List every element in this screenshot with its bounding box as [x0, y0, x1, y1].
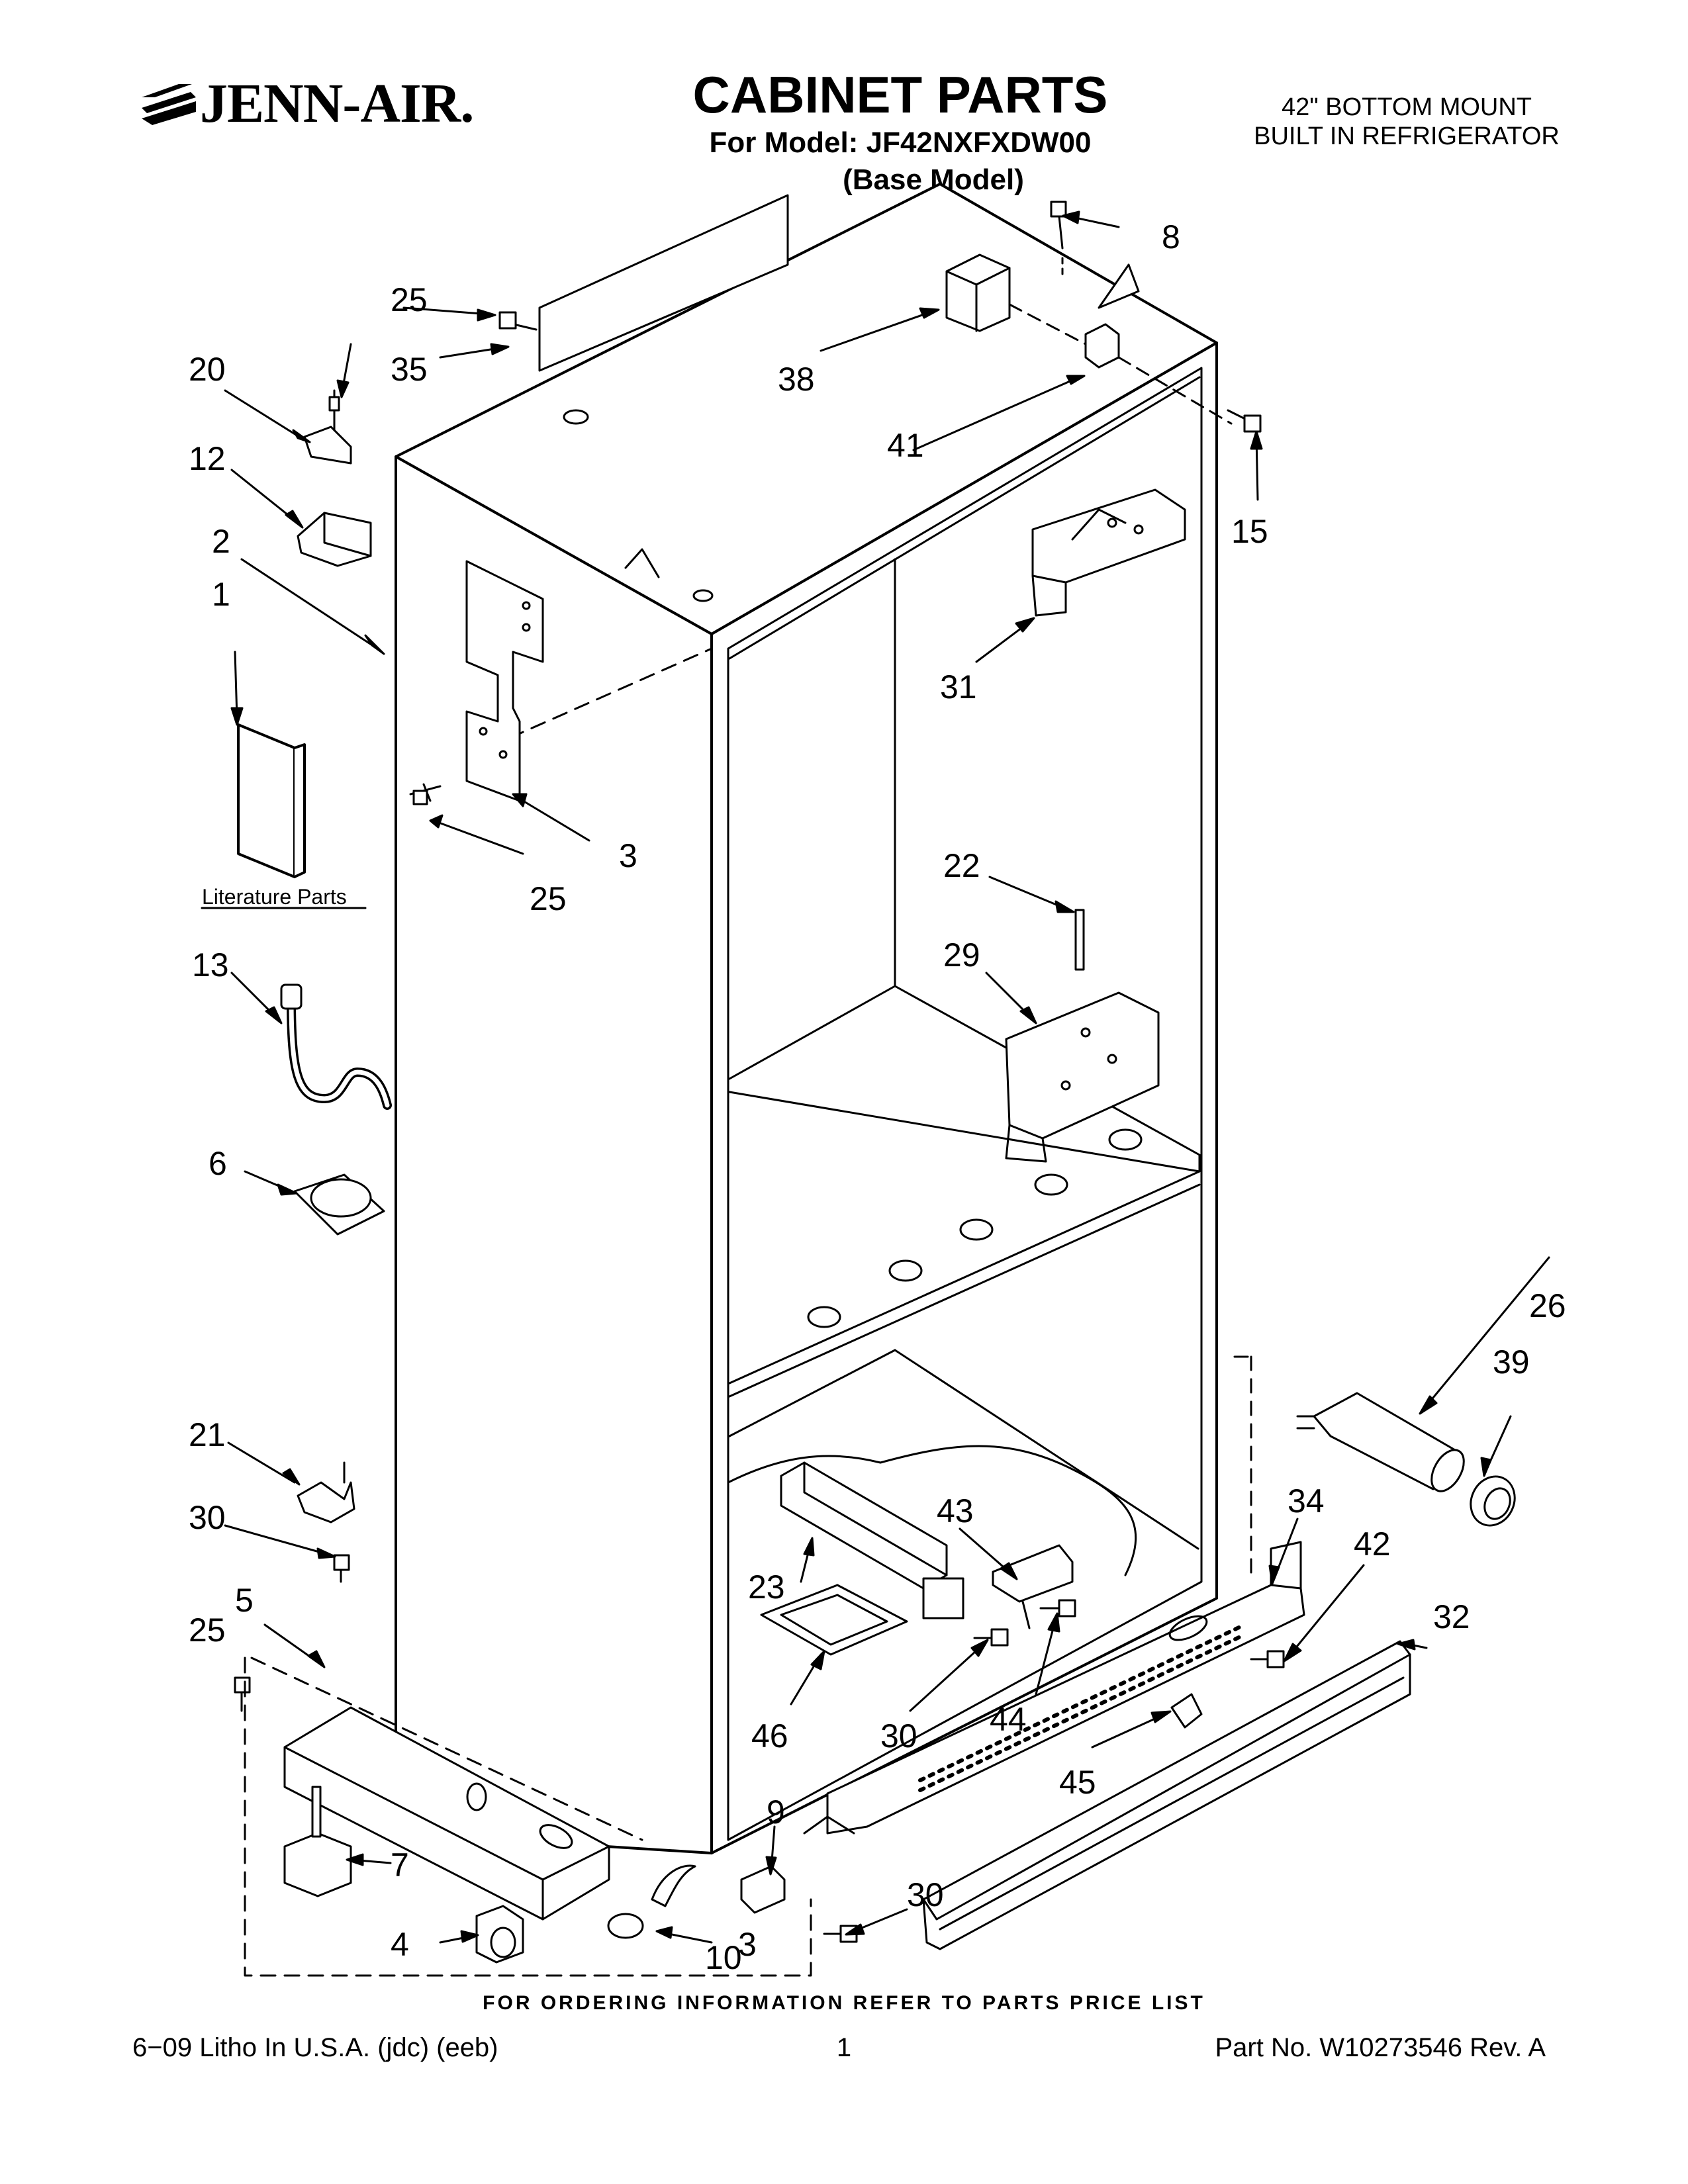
screw: [1039, 1599, 1076, 1617]
callout-labels: 1 2 3 3 4 5 6 7 8 9 10 12 13 15 20 21 22…: [189, 218, 1566, 1976]
drain-tray: [760, 1584, 908, 1656]
callout-7: 7: [391, 1846, 409, 1884]
literature-parts-label: Literature Parts: [202, 885, 347, 909]
model-number: For Model: JF42NXFXDW00: [709, 126, 1092, 159]
tube-clamp: [293, 1173, 385, 1236]
callout-25-mid: 25: [530, 880, 567, 917]
middle-hinge: [1005, 991, 1160, 1163]
screw: [1250, 1650, 1285, 1668]
callout-1: 1: [212, 576, 230, 613]
kick-bracket: [740, 1865, 786, 1914]
screw: [234, 1676, 251, 1712]
e-ring: [607, 1913, 644, 1939]
ordering-note: FOR ORDERING INFORMATION REFER TO PARTS …: [483, 1992, 1205, 2014]
callout-30-left: 30: [189, 1499, 226, 1536]
leveling-leg: [283, 1786, 352, 1897]
callout-20: 20: [189, 351, 226, 388]
callout-5: 5: [235, 1582, 254, 1619]
brand-logo-icon: [142, 84, 196, 125]
callout-13: 13: [192, 946, 229, 983]
screw: [973, 1628, 1009, 1647]
base-rail-assembly: [244, 1657, 812, 1977]
screw: [498, 311, 538, 331]
callout-25-top: 25: [391, 281, 428, 318]
callout-35: 35: [391, 351, 428, 388]
product-line-2: BUILT IN REFRIGERATOR: [1254, 122, 1560, 150]
litho-info: 6−09 Litho In U.S.A. (jdc) (eeb): [132, 2033, 498, 2062]
callout-44: 44: [990, 1701, 1027, 1738]
callout-3-b: 3: [738, 1926, 757, 1963]
product-description: 42" BOTTOM MOUNT BUILT IN REFRIGERATOR: [1192, 93, 1622, 151]
bracket: [297, 512, 372, 567]
hinge-pin: [1074, 909, 1085, 971]
clip: [303, 389, 352, 465]
water-filter: [1296, 1392, 1465, 1492]
screw: [1227, 409, 1262, 433]
cabinet-body: [395, 183, 1218, 1854]
upper-hinge: [1031, 488, 1186, 617]
callout-22: 22: [943, 847, 980, 884]
spring-clip: [651, 1864, 696, 1907]
literature-parts-booklet: [237, 723, 306, 878]
callout-42: 42: [1354, 1525, 1391, 1563]
page-number: 1: [836, 2033, 852, 2062]
kick-plate: [922, 1640, 1411, 1950]
callout-8: 8: [1162, 218, 1180, 255]
callout-46: 46: [751, 1717, 788, 1754]
callout-34: 34: [1288, 1482, 1325, 1520]
screw: [1050, 201, 1067, 276]
callout-leaders: [224, 210, 1550, 1944]
callout-30-mid: 30: [880, 1717, 917, 1754]
page-title: CABINET PARTS: [692, 66, 1108, 124]
callout-32: 32: [1433, 1598, 1470, 1635]
cabinet-bracket: [297, 1461, 355, 1524]
grille-knob: [1170, 1693, 1203, 1729]
callout-29: 29: [943, 936, 980, 974]
defrost-tube: [780, 1461, 964, 1619]
screw: [409, 783, 442, 805]
callout-12: 12: [189, 440, 226, 477]
callout-31: 31: [940, 668, 977, 705]
callout-26: 26: [1529, 1287, 1566, 1324]
connector: [1084, 323, 1233, 425]
callout-38: 38: [778, 361, 815, 398]
product-line-1: 42" BOTTOM MOUNT: [1281, 93, 1532, 121]
callout-6: 6: [209, 1145, 227, 1182]
callout-25-bottom: 25: [189, 1612, 226, 1649]
callout-15: 15: [1231, 513, 1268, 550]
callout-41: 41: [887, 427, 924, 464]
callout-4: 4: [391, 1926, 409, 1963]
part-number: Part No. W10273546 Rev. A: [1215, 2033, 1546, 2062]
callout-3: 3: [619, 837, 637, 874]
callout-9: 9: [767, 1794, 785, 1831]
roller: [475, 1905, 524, 1964]
brand-logo: JENN-AIR.: [139, 69, 474, 142]
screw: [333, 1554, 350, 1583]
callout-2: 2: [212, 523, 230, 560]
callout-10: 10: [705, 1939, 742, 1976]
callout-30-bottom: 30: [907, 1876, 944, 1913]
callout-43: 43: [937, 1492, 974, 1529]
callout-39: 39: [1493, 1343, 1530, 1381]
drain-bracket: [992, 1544, 1074, 1629]
callout-45: 45: [1059, 1764, 1096, 1801]
callout-21: 21: [189, 1416, 226, 1453]
brand-name: JENN-AIR.: [200, 73, 474, 134]
callout-23: 23: [748, 1569, 785, 1606]
water-tube: [280, 983, 392, 1110]
filter-cap: [1470, 1475, 1516, 1527]
